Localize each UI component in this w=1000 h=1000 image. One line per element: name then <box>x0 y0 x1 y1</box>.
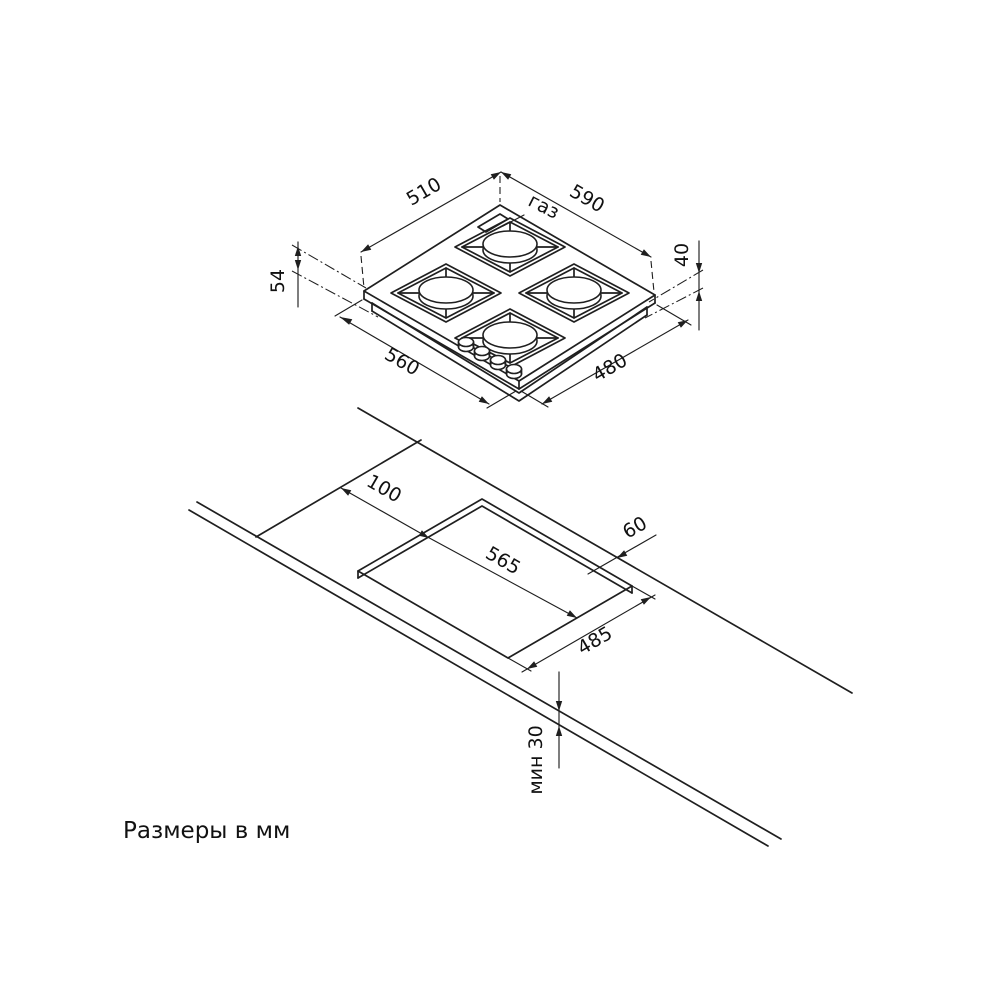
gas-label: газ <box>525 190 563 224</box>
dim-560-label: 560 <box>381 343 423 380</box>
dimension-590 <box>500 171 655 293</box>
dimension-510 <box>360 171 502 289</box>
dimension-560 <box>334 299 517 409</box>
dimension-min30 <box>555 671 563 769</box>
units-caption: Размеры в мм <box>123 818 290 844</box>
dim-100-label: 100 <box>363 470 405 507</box>
dim-min30-label: мин 30 <box>525 725 547 794</box>
knob <box>505 363 523 380</box>
hob-isometric-view: газ 510 590 54 <box>267 171 704 409</box>
gas-inlet <box>477 213 525 233</box>
dimension-485 <box>507 585 656 673</box>
knob <box>457 336 475 353</box>
dim-54-label: 54 <box>267 269 289 293</box>
dimension-480 <box>520 304 692 408</box>
knob <box>473 345 491 362</box>
dim-510-label: 510 <box>403 173 445 210</box>
burner-right <box>518 263 630 323</box>
dim-60-label: 60 <box>619 512 651 543</box>
dimension-54 <box>291 241 379 318</box>
knob <box>489 354 507 371</box>
worktop-cutout-view: 100 565 485 60 мин 30 <box>188 407 853 847</box>
dimension-565 <box>421 533 578 619</box>
dim-565-label: 565 <box>482 542 524 579</box>
worktop-surface <box>188 407 853 847</box>
dim-480-label: 480 <box>589 349 631 386</box>
burner-left <box>390 263 502 323</box>
dim-40-label: 40 <box>671 243 693 267</box>
control-knobs <box>457 336 523 380</box>
dimension-40 <box>644 240 704 331</box>
hob-body <box>371 302 648 402</box>
dim-485-label: 485 <box>574 622 616 659</box>
burner-back <box>454 217 566 277</box>
burner-front <box>454 308 566 368</box>
dimension-60 <box>587 534 657 575</box>
